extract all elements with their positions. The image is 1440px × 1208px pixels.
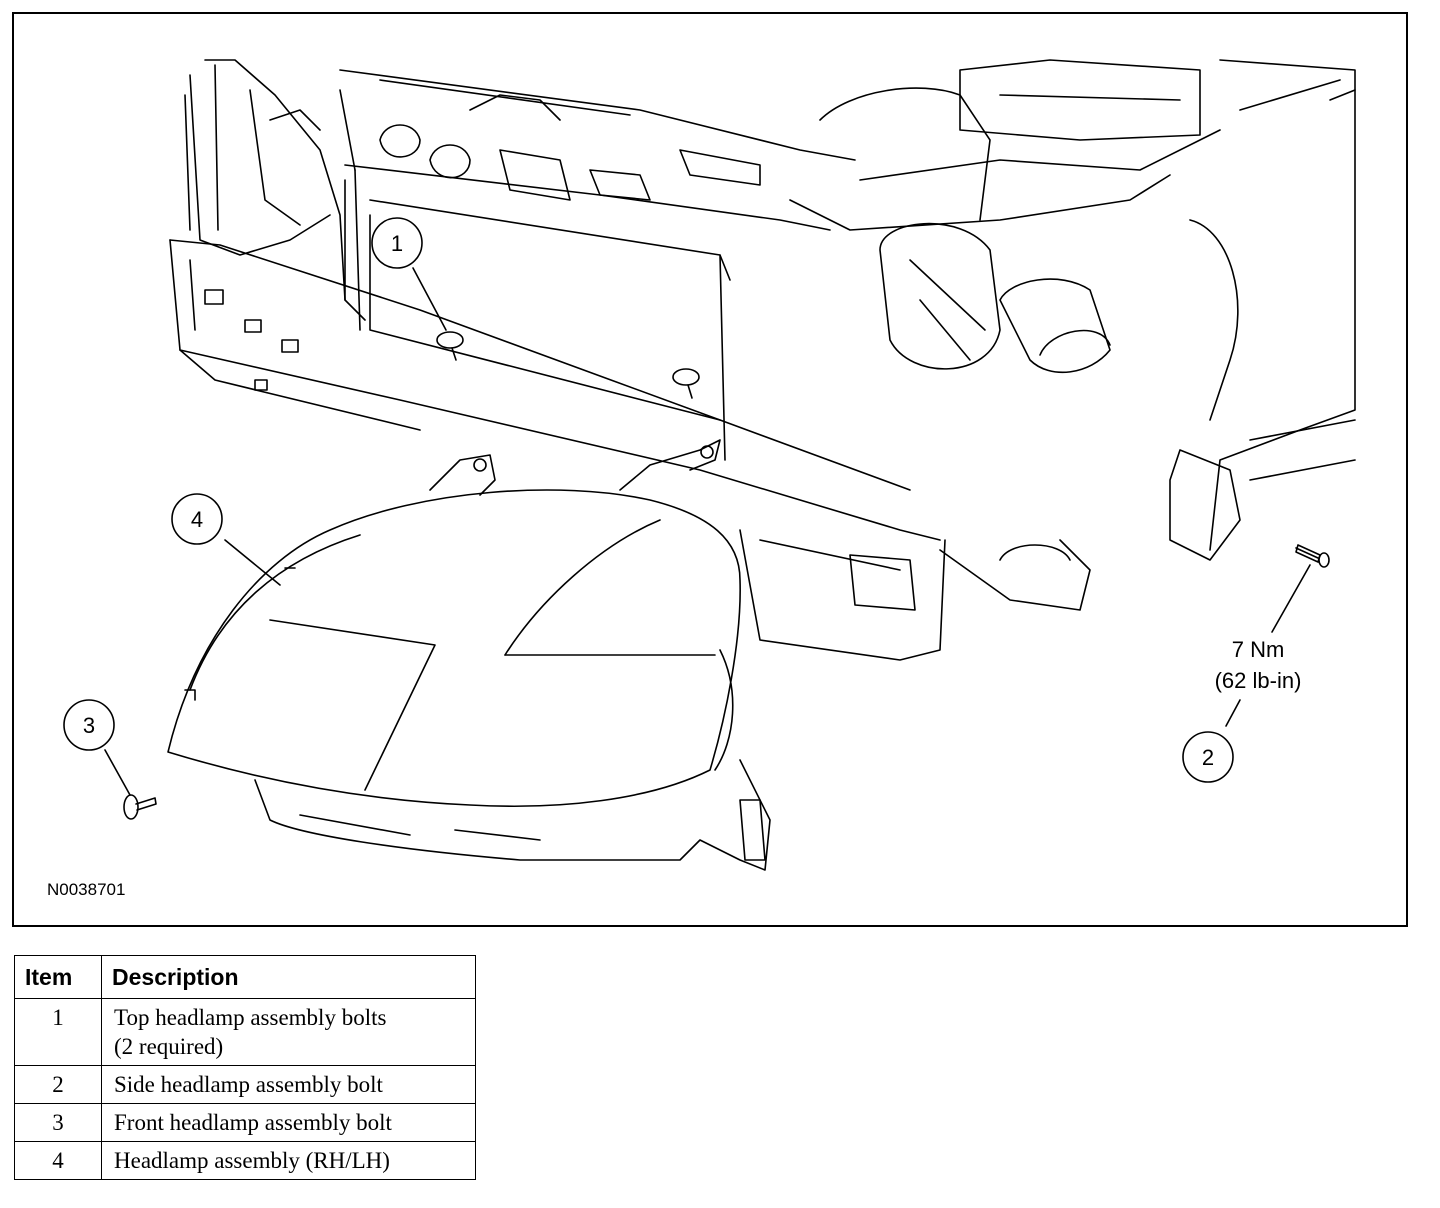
table-row: 2 Side headlamp assembly bolt [14,1065,476,1104]
bolt-3-drawing [123,794,157,820]
callout-1-label: 1 [391,231,403,256]
engine-compartment-drawing [789,59,1221,374]
legend-header-description: Description [101,955,476,999]
table-row: 1 Top headlamp assembly bolts (2 require… [14,998,476,1066]
legend-table: Item Description 1 Top headlamp assembly… [14,955,476,1180]
legend-header-item: Item [14,955,102,999]
torque-spec-nm: 7 Nm [1232,637,1285,662]
callout-leaders [104,267,1311,796]
torque-spec-lbin: (62 lb-in) [1215,668,1302,693]
legend-item-number: 2 [14,1065,102,1104]
callout-1-circle [371,217,423,269]
diagram-frame [12,12,1408,927]
legend-header-row: Item Description [14,955,476,999]
bolt-1b-drawing [672,368,700,399]
legend-item-description: Front headlamp assembly bolt [101,1103,476,1142]
legend-item-description: Headlamp assembly (RH/LH) [101,1141,476,1180]
legend-item-number: 4 [14,1141,102,1180]
right-frame-drawing [1169,59,1356,561]
bolt-2-drawing [1295,544,1330,568]
legend-item-number: 1 [14,998,102,1066]
legend-description-line: Top headlamp assembly bolts [114,1005,387,1030]
legend-item-description: Side headlamp assembly bolt [101,1065,476,1104]
callout-2-circle [1182,731,1234,783]
legend-description-line: (2 required) [114,1034,224,1059]
callout-4-circle [171,493,223,545]
bolt-1a-drawing [436,331,464,361]
radiator-support-drawing [339,69,856,461]
table-row: 3 Front headlamp assembly bolt [14,1103,476,1142]
figure-id: N0038701 [47,880,125,899]
headlamp-exploded-view: 1 4 3 2 7 Nm (62 lb-in) N0038701 [47,59,1356,899]
legend-item-number: 3 [14,1103,102,1142]
callout-3-label: 3 [83,713,95,738]
legend-item-description: Top headlamp assembly bolts (2 required) [101,998,476,1066]
headlamp-assembly-drawing [167,439,771,871]
callout-2-label: 2 [1202,745,1214,770]
table-row: 4 Headlamp assembly (RH/LH) [14,1141,476,1180]
callout-3-circle [63,699,115,751]
left-fender-drawing [184,59,346,301]
bumper-beam-drawing [169,239,1091,661]
callout-4-label: 4 [191,507,203,532]
